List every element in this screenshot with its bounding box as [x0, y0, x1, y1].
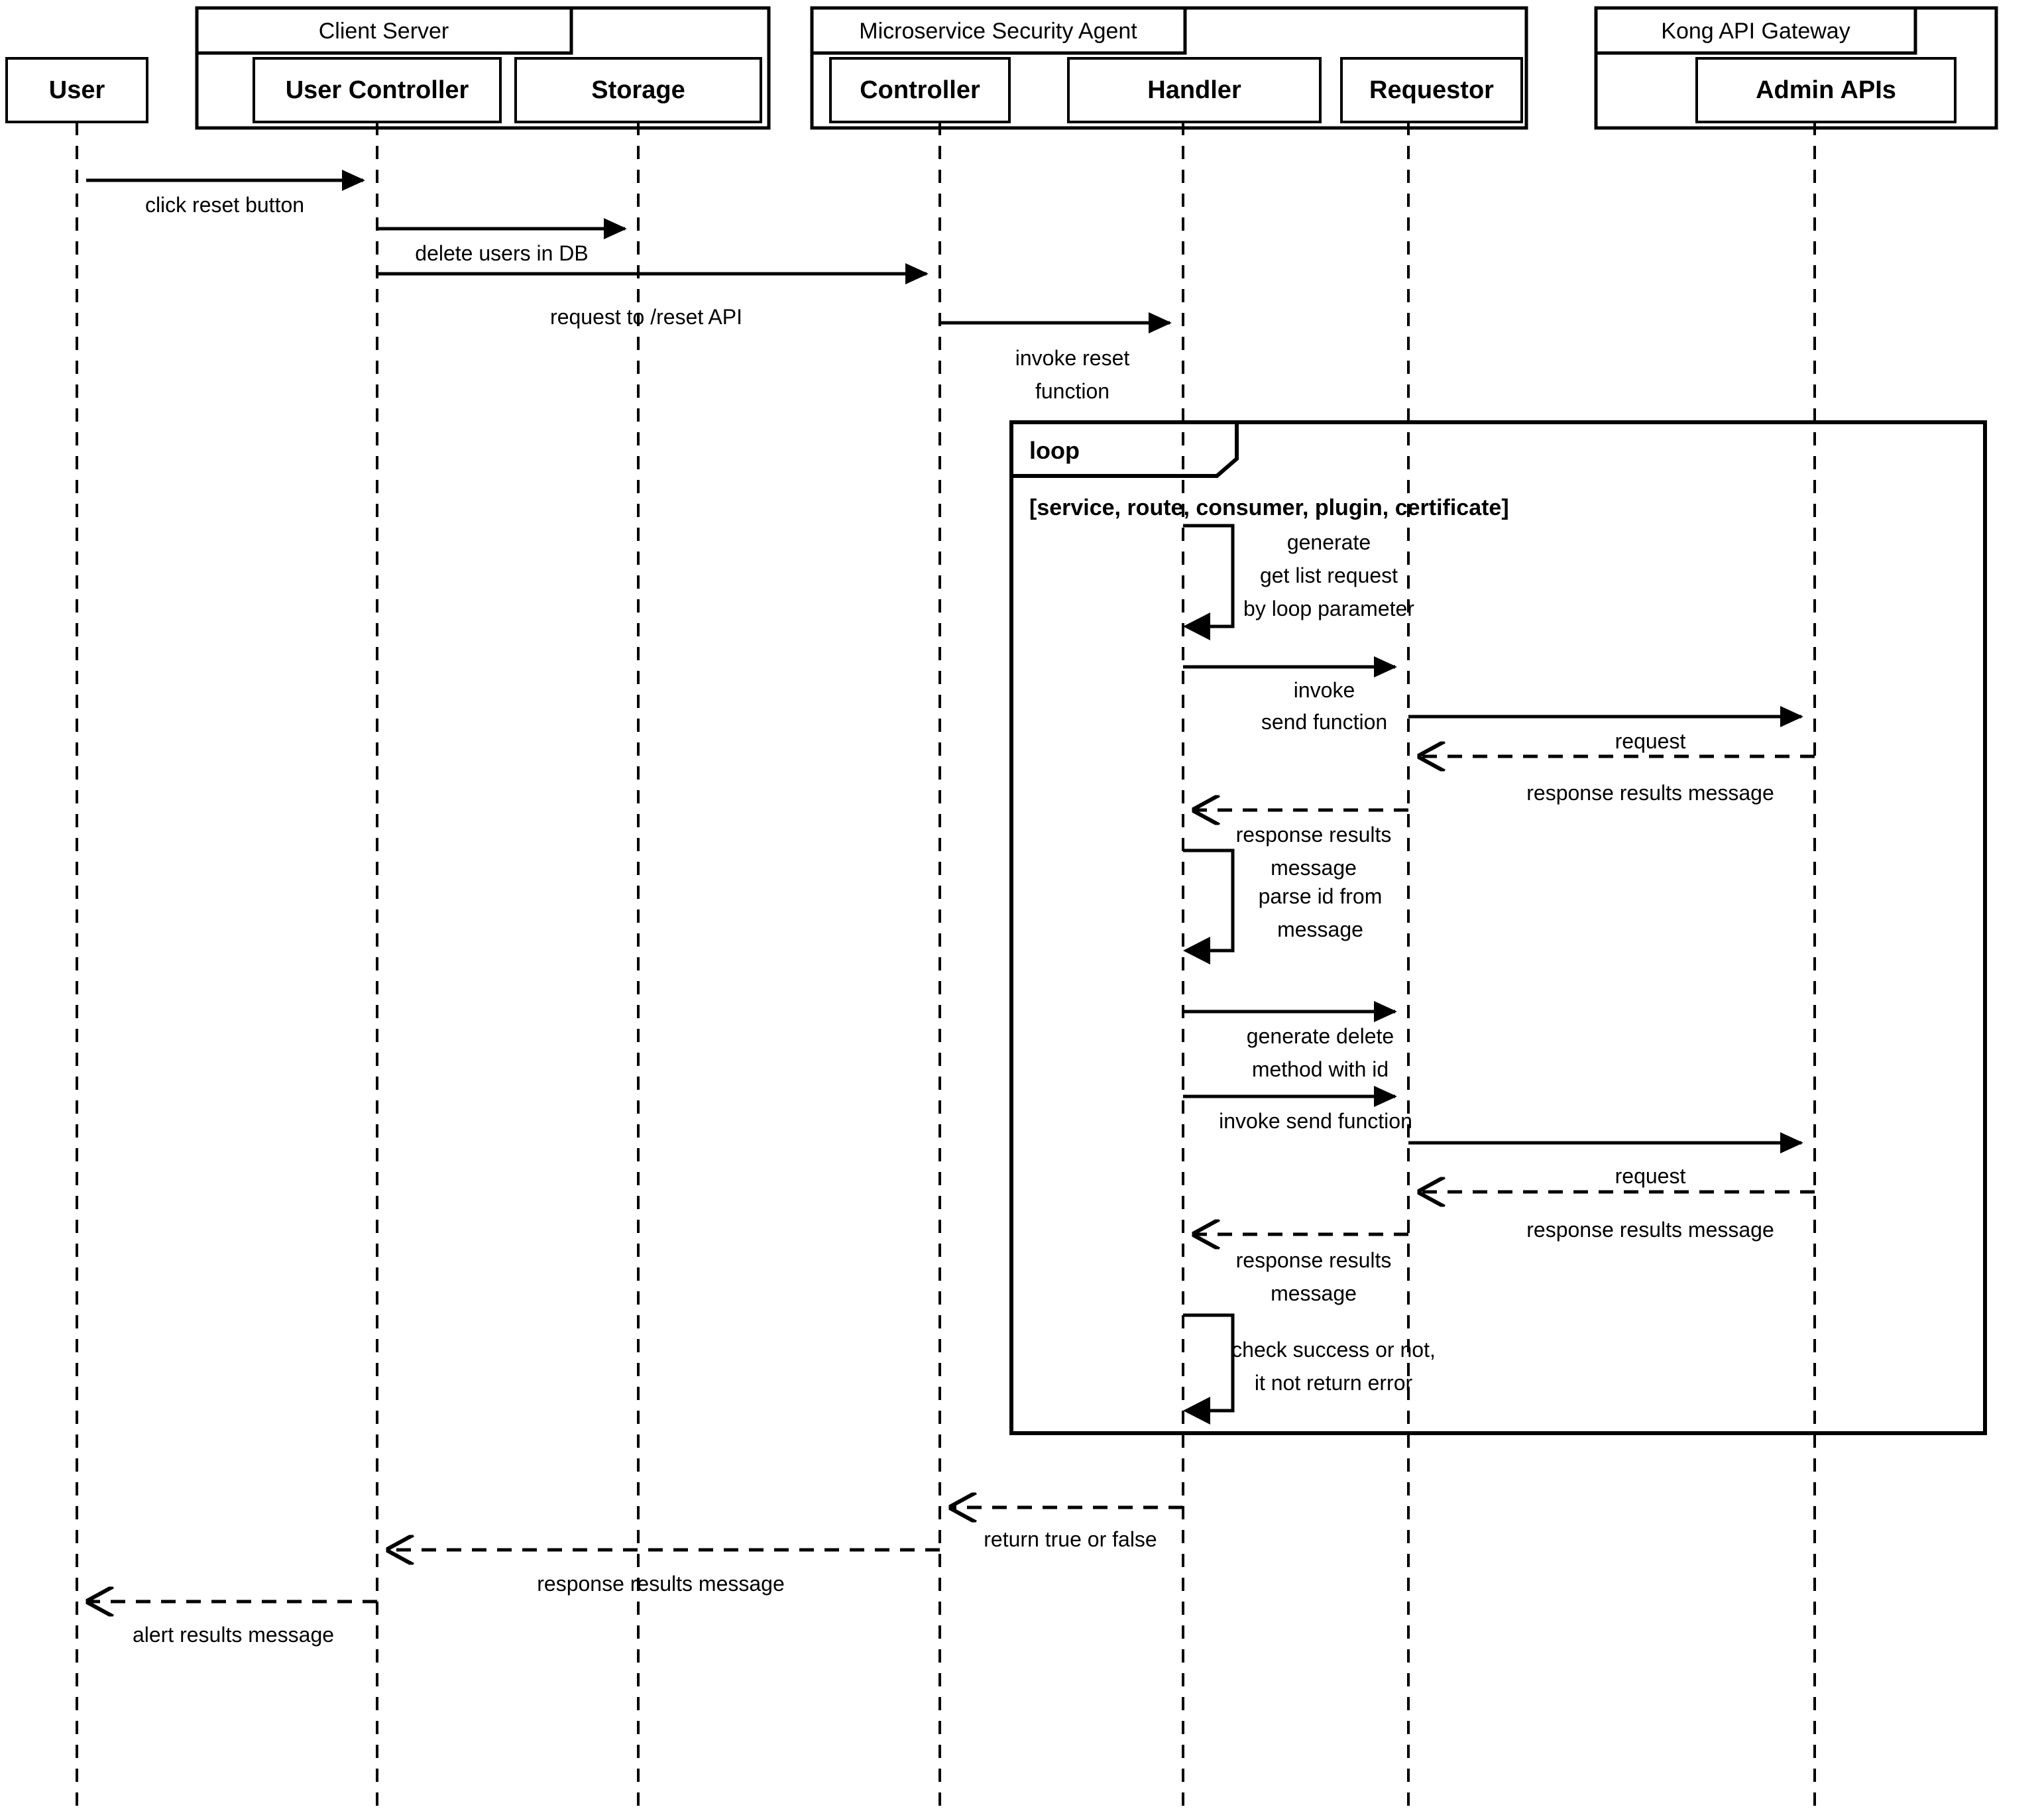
- group-microservice-security-agent: Microservice Security Agent: [810, 6, 1528, 130]
- message-label-m18: response results message: [537, 1572, 785, 1596]
- message-invoke-send-function-2[interactable]: invoke send function: [1183, 1085, 1412, 1133]
- message-label-m10-line1: parse id from: [1259, 884, 1383, 908]
- message-label-m7: request: [1615, 729, 1686, 753]
- message-check-success-or-not[interactable]: check success or not, it not return erro…: [1183, 1313, 1436, 1425]
- group-label-microservice-security-agent: Microservice Security Agent: [859, 19, 1137, 44]
- lifeline-head-user[interactable]: User: [5, 57, 148, 123]
- lifeline-label-user-controller: User Controller: [286, 76, 469, 104]
- message-label-m6-line2: send function: [1261, 710, 1387, 734]
- lifeline-head-controller[interactable]: Controller: [829, 57, 1011, 123]
- group-client-server: Client Server: [195, 6, 771, 130]
- group-label-client-server: Client Server: [319, 19, 449, 44]
- message-label-m12: invoke send function: [1219, 1109, 1412, 1133]
- lifeline-label-handler: Handler: [1147, 76, 1241, 104]
- message-request-1[interactable]: request: [1408, 705, 1803, 753]
- message-label-m16-line1: check success or not,: [1231, 1338, 1436, 1362]
- lifeline-label-requestor: Requestor: [1369, 76, 1494, 104]
- lifeline-label-admin-apis: Admin APIs: [1756, 76, 1896, 104]
- message-label-m16-line2: it not return error: [1255, 1371, 1413, 1395]
- message-generate-delete-method-with-id[interactable]: generate delete method with id: [1183, 1000, 1397, 1081]
- lifeline-head-requestor[interactable]: Requestor: [1340, 57, 1523, 123]
- lifeline-label-storage: Storage: [591, 76, 685, 104]
- message-label-m9-line2: message: [1271, 856, 1357, 880]
- message-label-m11-line1: generate delete: [1247, 1024, 1394, 1048]
- message-label-m4-line1: invoke reset: [1015, 346, 1130, 370]
- message-invoke-send-function-1[interactable]: invoke send function: [1183, 656, 1397, 734]
- message-request-to-reset-api[interactable]: request to /reset API: [377, 263, 929, 329]
- group-kong-api-gateway: Kong API Gateway: [1594, 6, 1998, 130]
- message-label-m3: request to /reset API: [550, 305, 742, 329]
- group-label-kong-api-gateway: Kong API Gateway: [1661, 19, 1850, 44]
- message-response-results-4[interactable]: response results message: [1194, 1234, 1408, 1305]
- message-label-m10-line2: message: [1277, 917, 1363, 941]
- message-label-m15-line2: message: [1271, 1281, 1357, 1305]
- message-delete-users-in-db[interactable]: delete users in DB: [377, 217, 627, 265]
- message-label-m5-line1: generate: [1287, 530, 1371, 554]
- fragment-guard-label: [service, route, consumer, plugin, certi…: [1029, 495, 1509, 520]
- message-label-m2: delete users in DB: [415, 241, 588, 265]
- message-label-m17: return true or false: [984, 1527, 1157, 1551]
- lifeline-head-storage[interactable]: Storage: [514, 57, 762, 123]
- message-response-results-2[interactable]: response results message: [1194, 810, 1408, 880]
- message-request-2[interactable]: request: [1408, 1132, 1803, 1188]
- message-label-m13: request: [1615, 1164, 1686, 1188]
- message-label-m19: alert results message: [133, 1623, 334, 1647]
- message-parse-id-from-message[interactable]: parse id from message: [1183, 849, 1383, 965]
- message-generate-get-list-request[interactable]: generate get list request by loop parame…: [1183, 524, 1414, 640]
- message-response-results-5[interactable]: response results message: [388, 1550, 940, 1596]
- message-label-m6-line1: invoke: [1294, 678, 1355, 702]
- message-click-reset-button[interactable]: click reset button: [86, 169, 365, 217]
- message-response-results-1[interactable]: response results message: [1420, 756, 1815, 805]
- combined-fragment-loop: loop [service, route, consumer, plugin, …: [1009, 420, 1987, 1435]
- message-return-true-or-false[interactable]: return true or false: [951, 1507, 1183, 1551]
- lifeline-head-user-controller[interactable]: User Controller: [253, 57, 502, 123]
- message-alert-results-message[interactable]: alert results message: [88, 1602, 377, 1647]
- lifeline-head-admin-apis[interactable]: Admin APIs: [1695, 57, 1957, 123]
- fragment-operator-label: loop: [1029, 437, 1080, 464]
- message-invoke-reset-function[interactable]: invoke reset function: [940, 312, 1172, 403]
- lifeline-label-user: User: [49, 76, 105, 104]
- message-label-m1: click reset button: [145, 193, 304, 217]
- lifeline-head-handler[interactable]: Handler: [1067, 57, 1322, 123]
- message-label-m8: response results message: [1526, 781, 1774, 805]
- message-label-m5-line3: by loop parameter: [1243, 597, 1414, 620]
- lifeline-label-controller: Controller: [860, 76, 980, 104]
- message-label-m5-line2: get list request: [1260, 563, 1398, 587]
- message-response-results-3[interactable]: response results message: [1420, 1192, 1815, 1242]
- message-label-m15-line1: response results: [1236, 1248, 1392, 1272]
- message-label-m9-line1: response results: [1236, 823, 1392, 847]
- message-label-m4-line2: function: [1035, 379, 1109, 403]
- message-label-m11-line2: method with id: [1252, 1057, 1389, 1081]
- message-label-m14: response results message: [1526, 1218, 1774, 1242]
